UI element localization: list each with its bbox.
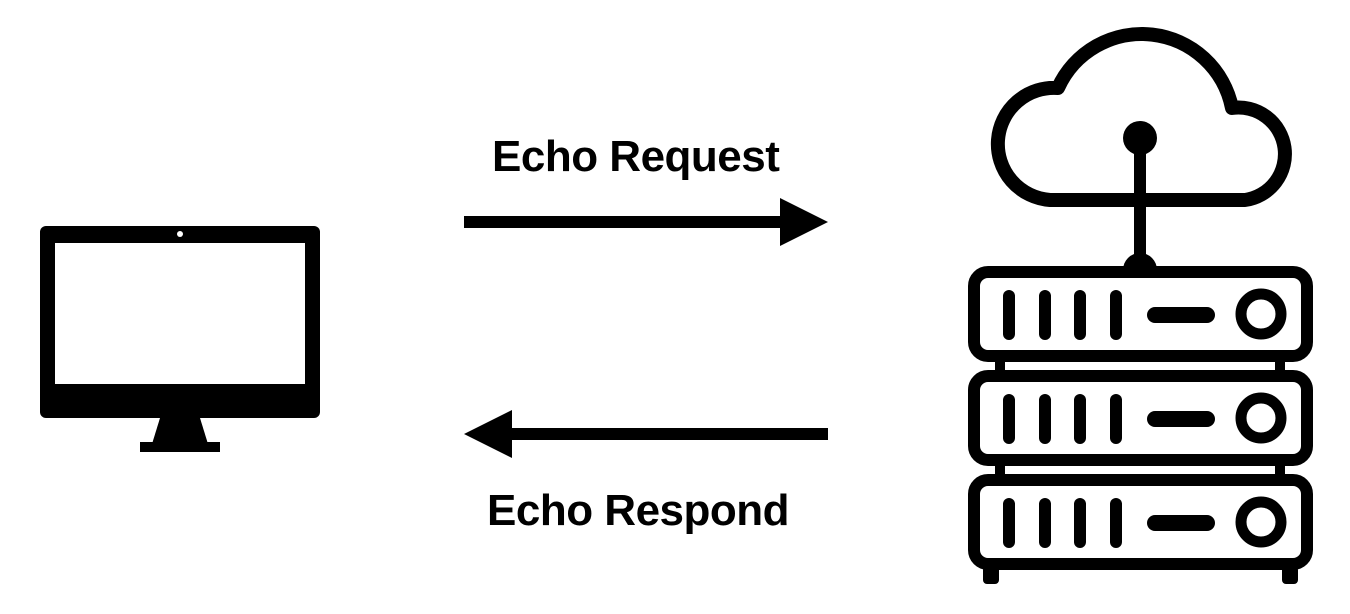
server-unit-2 bbox=[968, 370, 1313, 466]
cloud-icon bbox=[990, 27, 1292, 207]
echo-respond-arrow bbox=[464, 410, 828, 458]
computer-monitor-icon bbox=[40, 226, 320, 452]
server-unit-1 bbox=[968, 266, 1313, 362]
echo-respond-label: Echo Respond bbox=[487, 486, 790, 535]
cloud-server-icon bbox=[968, 27, 1313, 584]
server-unit-3 bbox=[968, 474, 1313, 570]
echo-request-label: Echo Request bbox=[492, 132, 780, 181]
echo-request-arrow bbox=[464, 198, 828, 246]
